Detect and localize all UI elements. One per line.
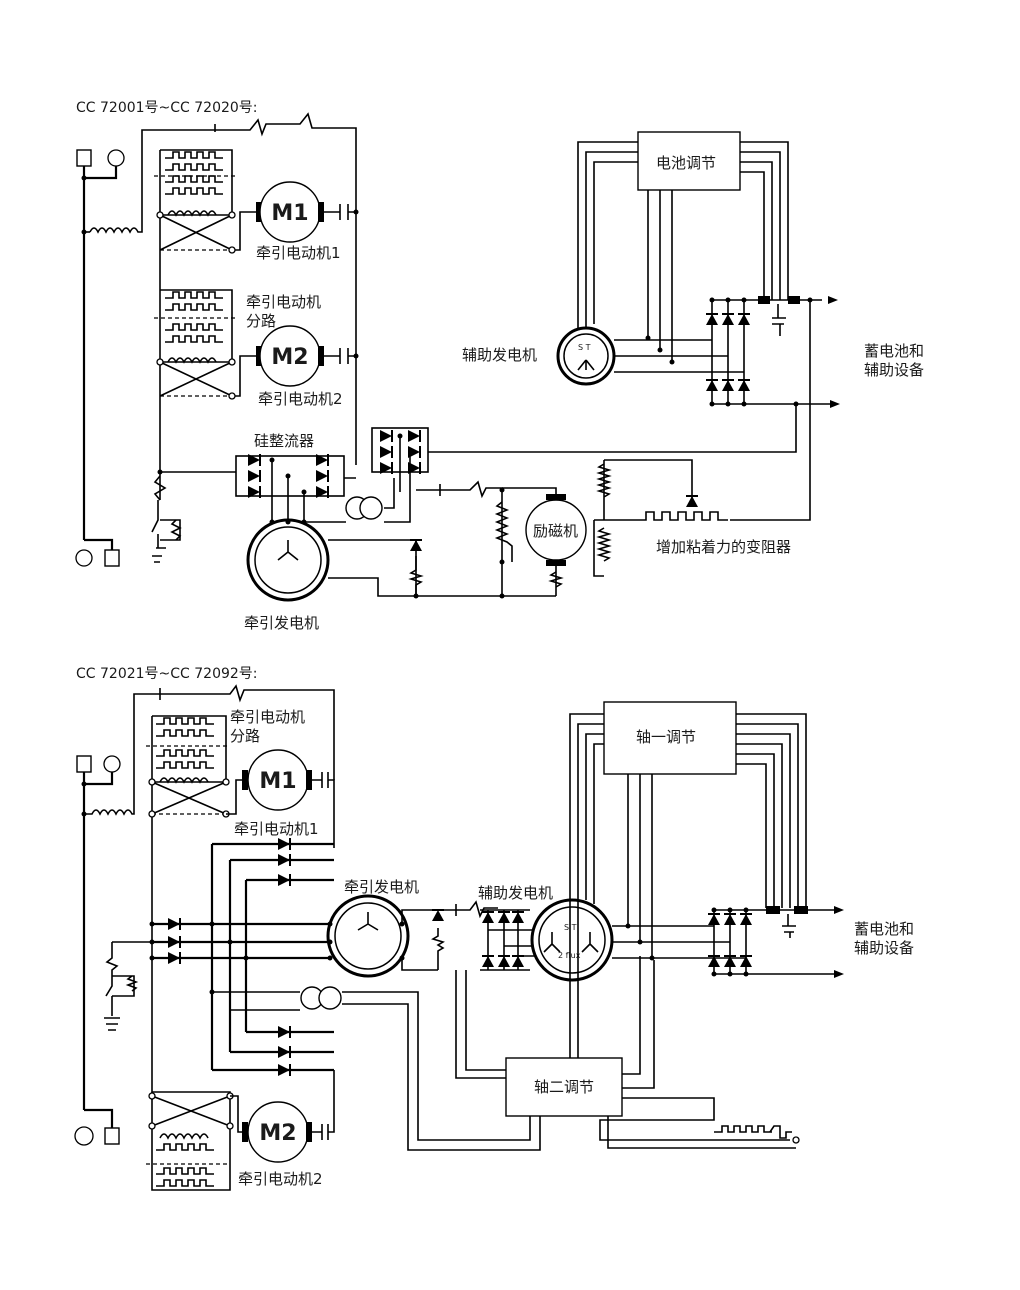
s1-battery-aux-line2: 辅助设备: [864, 361, 924, 379]
s2-motor-shunt-line2: 分路: [230, 727, 260, 745]
s2-traction-generator: 牵引发电机: [326, 878, 498, 978]
s1-motor-2-label: 牵引电动机2: [258, 390, 343, 408]
s1-silicon-rectifier: 硅整流器: [151, 432, 356, 563]
s1-motor-1-label: 牵引电动机1: [256, 244, 341, 262]
s2-output-bridge: 蓄电池和 辅助设备: [707, 906, 914, 978]
s1-motor-2-branch: M2 牵引电动机 分路 牵引电动机2: [154, 289, 359, 408]
s2-axle-regulation-1-label: 轴一调节: [636, 728, 696, 746]
section-2-header: CC 72021号~CC 72092号:: [76, 666, 258, 682]
section-2: CC 72021号~CC 72092号:: [74, 666, 914, 1191]
section-1: CC 72001号~CC 72020号:: [75, 100, 924, 632]
s2-rectifier-bank: [149, 837, 541, 1151]
s1-adhesion-rheostat: 增加粘着力的变阻器: [593, 300, 811, 577]
s1-aux-generator-label: 辅助发电机: [462, 346, 537, 364]
s2-left-rail: [74, 684, 335, 1146]
s2-motor-shunt-line1: 牵引电动机: [230, 708, 305, 726]
s1-bridge-small: [371, 404, 797, 492]
s2-battery-aux-line2: 辅助设备: [854, 939, 914, 957]
s2-traction-generator-label: 牵引发电机: [344, 878, 419, 896]
s2-axle-regulation-2-label: 轴二调节: [534, 1078, 594, 1096]
s1-battery-regulation-label: 电池调节: [656, 154, 716, 172]
s2-motor-2-branch: M2 牵引电动机2: [146, 1070, 335, 1191]
s1-motor-1-symbol: M1: [271, 201, 308, 226]
s1-aux-generator-st: S T: [578, 343, 591, 352]
s2-aux-generator-label: 辅助发电机: [478, 884, 553, 902]
s2-battery-aux-line1: 蓄电池和: [854, 920, 914, 938]
s1-aux-generator-block: 电池调节 S T 辅助发电机 蓄电池和 辅助设备: [462, 131, 924, 408]
s1-exciter-label: 励磁机: [533, 522, 578, 540]
section-1-header: CC 72001号~CC 72020号:: [76, 100, 258, 116]
s1-adhesion-rheostat-label: 增加粘着力的变阻器: [656, 538, 791, 556]
s2-motor-1-label: 牵引电动机1: [234, 820, 319, 838]
s2-axle-regulation-2: 轴二调节: [505, 956, 800, 1149]
s1-motor-1-branch: M1 牵引电动机1: [154, 149, 359, 470]
s1-silicon-rectifier-label: 硅整流器: [254, 432, 314, 450]
s2-axle-regulation-1: 轴一调节: [569, 701, 807, 1060]
s2-motor-1-branch: M1 牵引电动机 分路 牵引电动机1: [146, 708, 335, 1100]
s2-motor-2-label: 牵引电动机2: [238, 1170, 323, 1188]
s1-left-rail: [75, 112, 357, 567]
s2-motor-2-symbol: M2: [259, 1121, 296, 1146]
s1-traction-generator: 牵引发电机: [244, 448, 556, 632]
s2-motor-1-symbol: M1: [259, 769, 296, 794]
s1-motor-shunt-line1: 牵引电动机: [246, 293, 321, 311]
s1-exciter-branch: 励磁机: [408, 480, 587, 599]
s1-motor-2-symbol: M2: [271, 345, 308, 370]
s1-traction-generator-label: 牵引发电机: [244, 614, 319, 632]
s2-aux-generator: 辅助发电机 S T 2 flux: [455, 884, 746, 1079]
s1-motor-shunt-line2: 分路: [246, 312, 276, 330]
s1-battery-aux-line1: 蓄电池和: [864, 342, 924, 360]
